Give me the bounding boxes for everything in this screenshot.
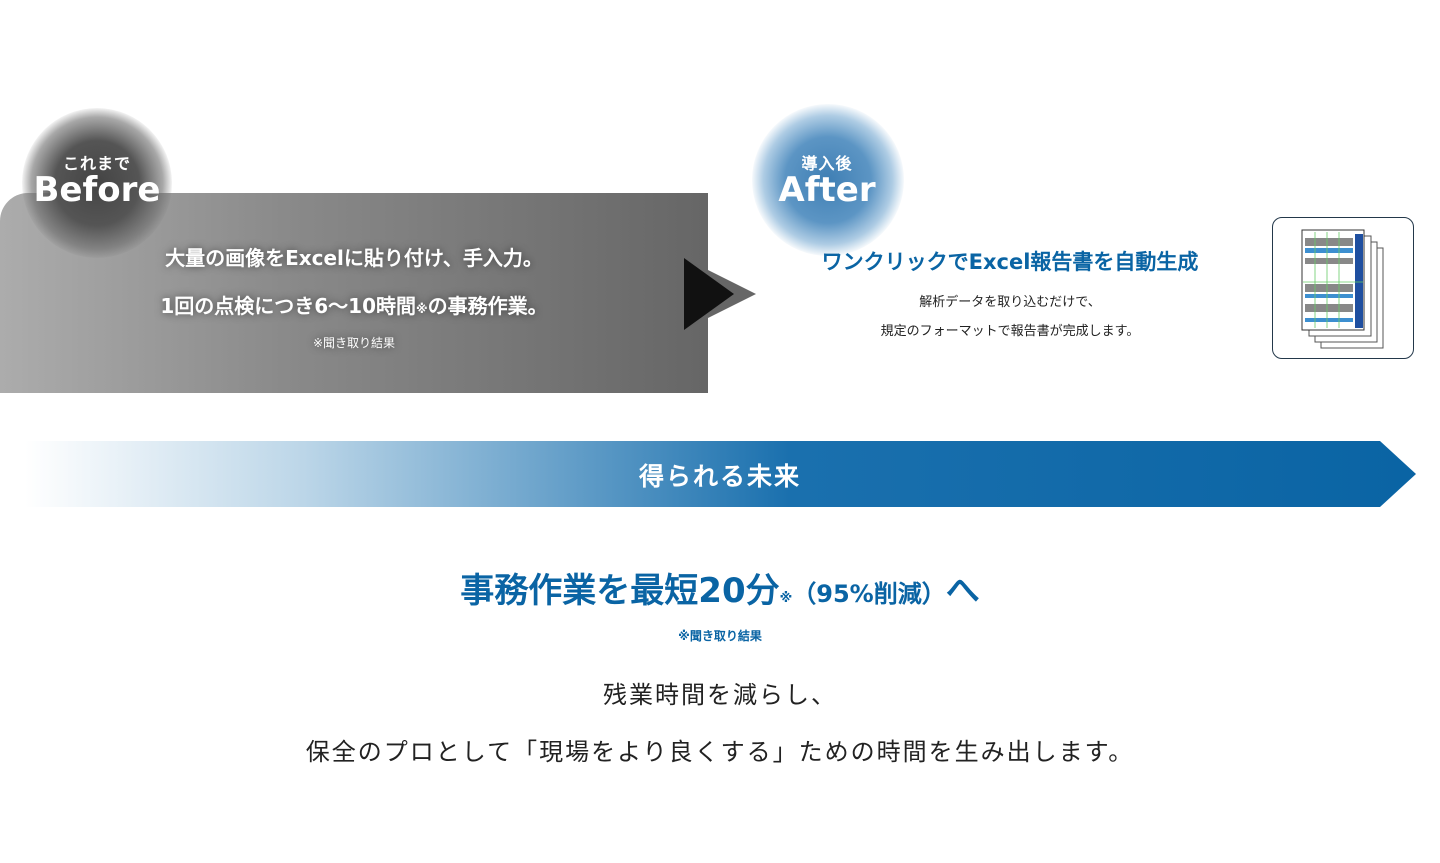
future-banner [25,441,1416,507]
after-desc-1: 解析データを取り込むだけで、 [919,295,1101,310]
after-label-jp: 導入後 [801,154,853,173]
result-message-1: 残業時間を減らし、 [603,681,837,709]
result-message-2: 保全のプロとして「現場をより良くする」ための時間を生み出します。 [305,738,1135,766]
before-label-jp: これまで [62,154,131,173]
before-line2-tail: の事務作業。 [427,294,548,318]
headline-mark: ※ [779,591,793,606]
headline-main: 事務作業を最短20分 [460,571,780,611]
banner-label: 得られる未来 [638,462,801,491]
before-badge: これまで Before [22,108,172,258]
before-note: ※聞き取り結果 [312,336,396,350]
result-footnote: ※聞き取り結果 [678,629,762,643]
after-title: ワンクリックでExcel報告書を自動生成 [821,250,1199,274]
excel-report-image [1272,217,1414,359]
arrow-right-icon [684,258,756,330]
result-headline: 事務作業を最短20分※（95%削減）へ [0,563,1440,612]
after-desc-2: 規定のフォーマットで報告書が完成します。 [880,324,1140,339]
after-badge: 導入後 After [752,104,904,256]
after-label-en: After [778,170,876,210]
before-label-en: Before [33,170,161,210]
before-line2-mark: ※ [416,302,428,316]
before-line1: 大量の画像をExcelに貼り付け、手入力。 [165,246,543,270]
before-line2-main: 1回の点検につき6〜10時間 [160,294,416,318]
before-line2: 1回の点検につき6〜10時間※の事務作業。 [0,290,708,319]
headline-sub: （95%削減） [792,580,946,608]
document-stack-icon [1301,229,1384,349]
headline-tail: へ [945,571,980,611]
